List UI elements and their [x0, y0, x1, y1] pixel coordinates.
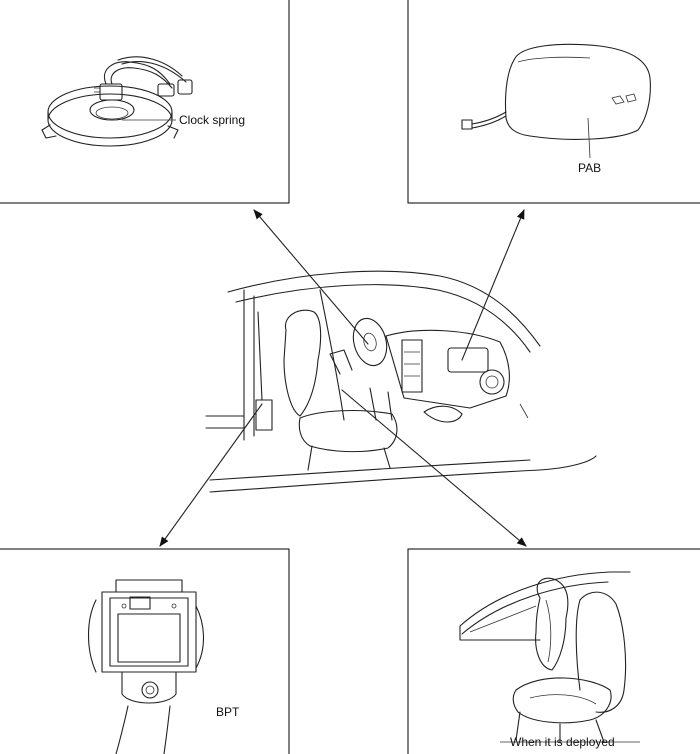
bpt-label: BPT — [216, 705, 240, 719]
arrow-to-pab — [461, 209, 525, 361]
clock-spring-illustration: Clock spring — [41, 56, 245, 147]
deployed-label: When it is deployed — [510, 735, 615, 749]
pab-illustration: PAB — [461, 43, 651, 175]
pab-label: PAB — [578, 161, 601, 175]
arrow-to-bpt — [159, 403, 263, 547]
deployed-illustration: When it is deployed — [459, 571, 640, 749]
panel-deployed — [407, 548, 700, 754]
vehicle-interior-illustration — [205, 270, 597, 493]
clock-spring-label: Clock spring — [179, 113, 245, 127]
arrow-to-clock-spring — [253, 209, 369, 345]
arrow-to-deployed — [341, 389, 527, 547]
panel-pab — [407, 0, 700, 204]
panel-bpt — [0, 548, 290, 754]
bpt-illustration: BPT — [88, 579, 240, 754]
panel-clock-spring — [0, 0, 290, 204]
